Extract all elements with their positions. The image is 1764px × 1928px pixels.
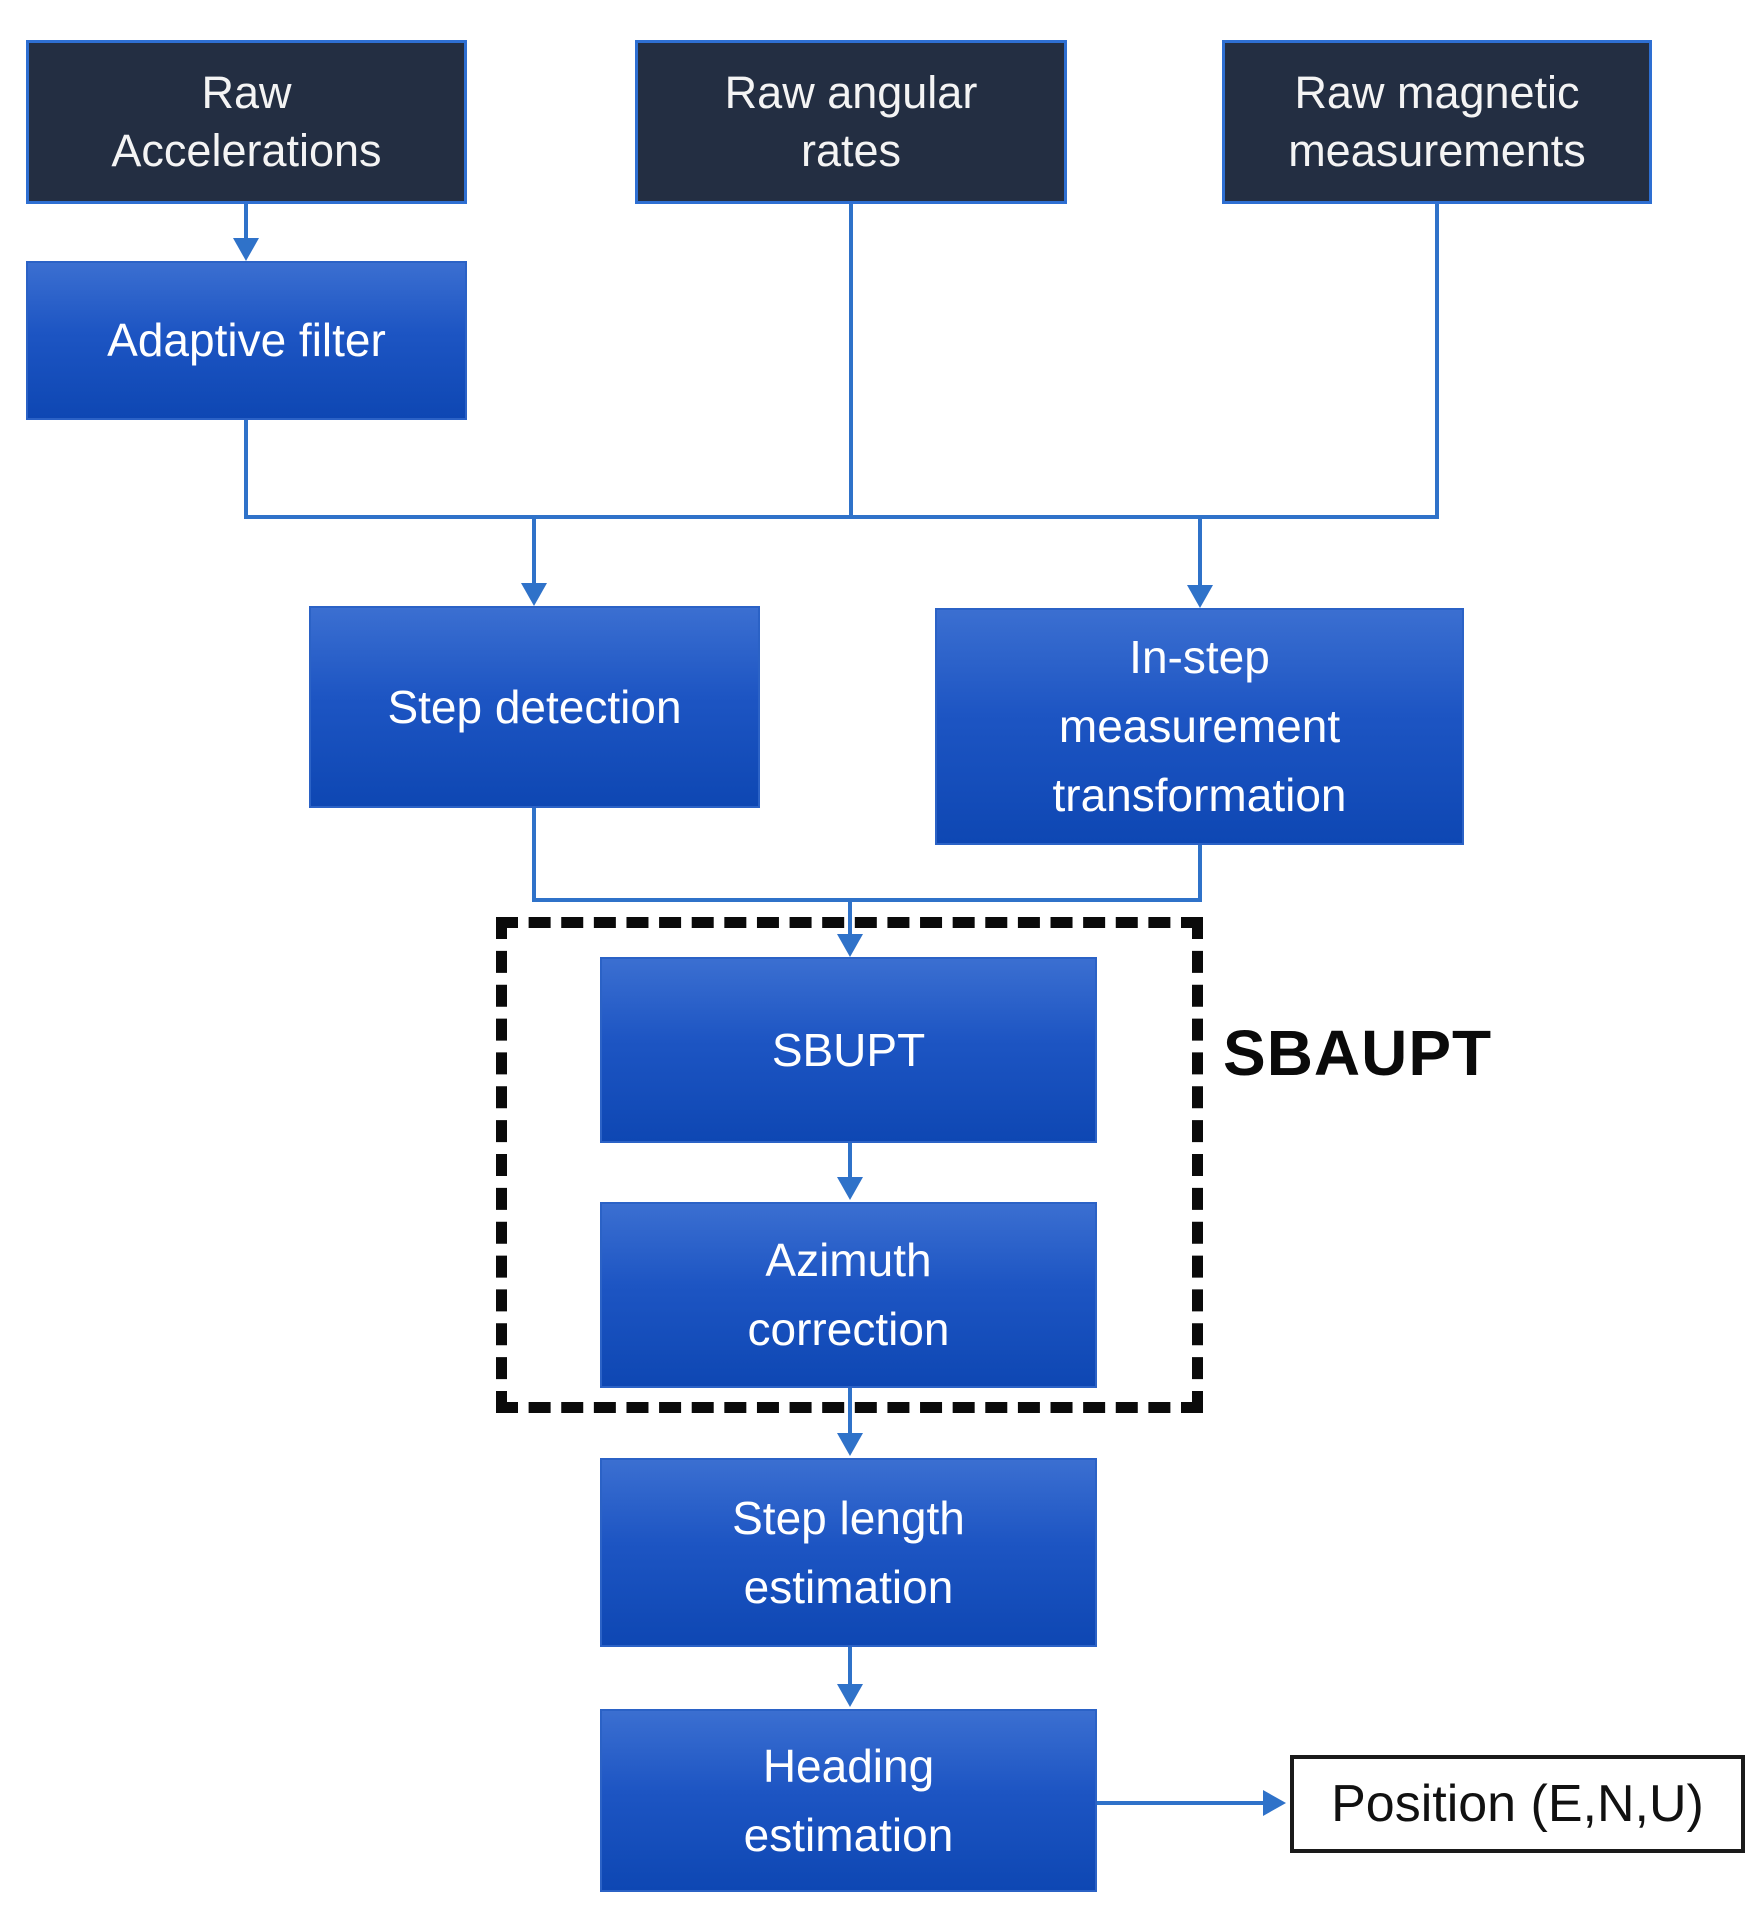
node-in-step-measurement-transformation: In-step measurement transformation (935, 608, 1464, 845)
connector-bus-stepdetection (532, 517, 536, 583)
node-position-output: Position (E,N,U) (1290, 1755, 1745, 1853)
group-sbaupt-label: SBAUPT (1223, 1017, 1493, 1089)
connector-azimuth-steplength (848, 1388, 852, 1433)
connector-steplength-heading (848, 1647, 852, 1684)
node-step-detection: Step detection (309, 606, 760, 808)
node-raw-accelerations: Raw Accelerations (26, 40, 467, 204)
node-sbupt: SBUPT (600, 957, 1097, 1143)
connector-rawmagnetic-bus (1435, 204, 1439, 519)
connector-sbupt-azimuth (848, 1143, 852, 1177)
node-raw-magnetic-measurements: Raw magnetic measurements (1222, 40, 1652, 204)
arrowhead-down (1187, 585, 1213, 608)
connector-instep-merge (1198, 845, 1202, 902)
node-heading-estimation: Heading estimation (600, 1709, 1097, 1892)
node-step-length-estimation: Step length estimation (600, 1458, 1097, 1647)
arrowhead-down (837, 1684, 863, 1707)
node-adaptive-filter: Adaptive filter (26, 261, 467, 420)
connector-rawaccel-adaptivefilter (244, 204, 248, 238)
node-raw-angular-rates: Raw angular rates (635, 40, 1067, 204)
arrowhead-down (837, 934, 863, 957)
connector-merge-line (532, 898, 1202, 902)
arrowhead-down (837, 1433, 863, 1456)
connector-bus-instep (1198, 517, 1202, 585)
connector-bus-top (244, 515, 1439, 519)
arrowhead-right (1263, 1790, 1286, 1816)
arrowhead-down (837, 1177, 863, 1200)
connector-adaptivefilter-bus (244, 420, 248, 519)
node-azimuth-correction: Azimuth correction (600, 1202, 1097, 1388)
connector-merge-sbupt (848, 898, 852, 934)
arrowhead-down (521, 583, 547, 606)
connector-stepdetection-merge (532, 808, 536, 902)
arrowhead-down (233, 238, 259, 261)
connector-rawangular-bus (849, 204, 853, 519)
connector-heading-position (1097, 1801, 1263, 1805)
